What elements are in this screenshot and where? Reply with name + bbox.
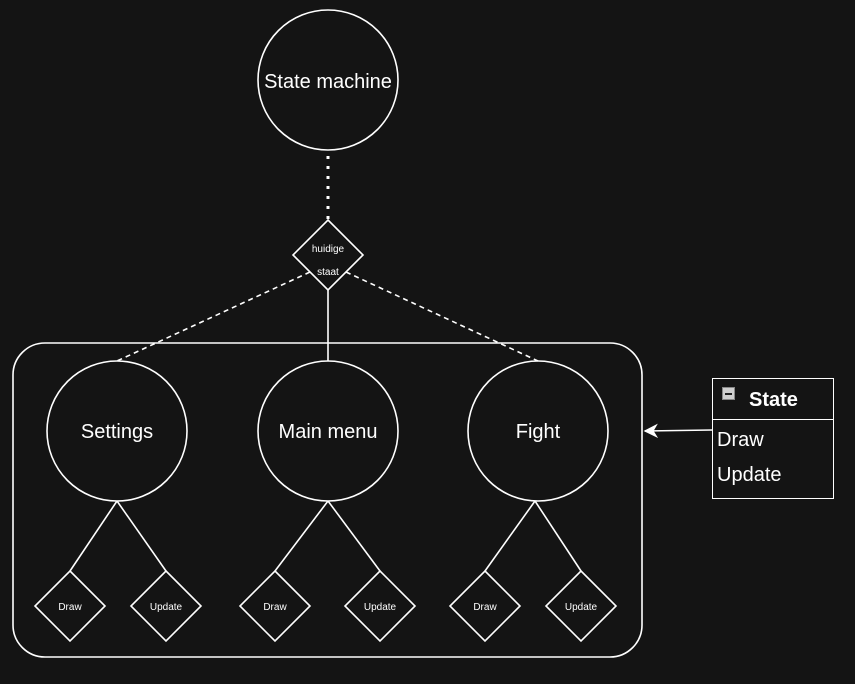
settings-draw-diamond[interactable] [33, 569, 107, 643]
dashed-edge-settings [116, 271, 311, 362]
current-state-label-line1: huidige [312, 244, 345, 255]
main-menu-draw-diamond[interactable] [238, 569, 312, 643]
settings-draw-label: Draw [58, 602, 82, 613]
main-menu-label: Main menu [279, 421, 378, 443]
main-menu-update-label: Update [364, 602, 397, 613]
main-menu-update-diamond[interactable] [343, 569, 417, 643]
settings-label: Settings [81, 421, 153, 443]
fight-draw-edge [484, 500, 536, 572]
fight-update-diamond[interactable] [544, 569, 618, 643]
fight-draw-label: Draw [473, 602, 497, 613]
main-menu-update-edge [327, 500, 381, 572]
settings-draw-edge [69, 500, 118, 572]
main-menu-draw-edge [274, 500, 329, 572]
collapse-icon[interactable] [722, 387, 735, 400]
main-menu-draw-label: Draw [263, 602, 287, 613]
current-state-diamond[interactable] [291, 218, 365, 292]
state-class-box[interactable]: State Draw Update [712, 378, 834, 499]
fight-update-label: Update [565, 602, 598, 613]
settings-update-label: Update [150, 602, 183, 613]
current-state-label-line2: staat [317, 267, 339, 278]
fight-node[interactable] [467, 360, 609, 502]
state-class-member-draw: Draw [717, 429, 764, 451]
state-class-title: State [749, 389, 798, 411]
settings-update-diamond[interactable] [129, 569, 203, 643]
state-class-member-update: Update [717, 464, 782, 486]
state-machine-node[interactable] [257, 9, 399, 151]
dashed-edge-fight [345, 271, 539, 362]
fight-update-edge [534, 500, 582, 572]
state-machine-label: State machine [264, 71, 392, 93]
fight-label: Fight [516, 421, 561, 443]
inheritance-arrow [643, 423, 713, 439]
fight-draw-diamond[interactable] [448, 569, 522, 643]
states-container [12, 342, 643, 658]
state-class-header: State [713, 379, 833, 420]
settings-update-edge [116, 500, 167, 572]
